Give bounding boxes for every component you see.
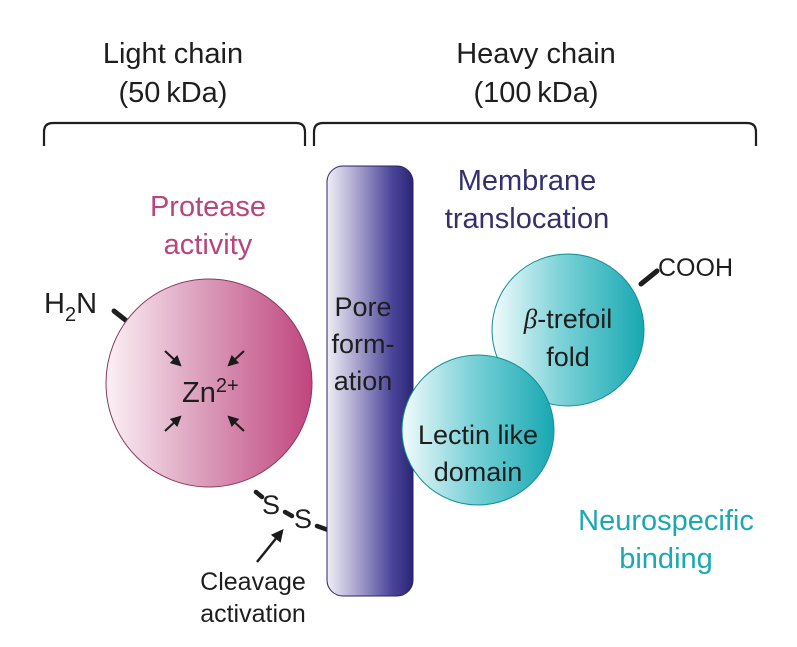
lectin-label-line2: domain	[434, 457, 523, 487]
pore-formation-domain	[326, 165, 414, 597]
heavy-chain-bracket	[312, 121, 758, 146]
light-chain-mass: (50 kDa)	[119, 77, 228, 109]
lectin-label-line1: Lectin like	[418, 420, 538, 450]
protease-domain-circle	[105, 278, 313, 488]
heavy-chain-mass: (100 kDa)	[473, 77, 598, 109]
cleavage-label-line2: activation	[200, 600, 306, 628]
binding-label-line2: binding	[619, 543, 713, 575]
beta-trefoil-domain	[491, 253, 645, 407]
arrow-icon	[164, 415, 182, 432]
light-chain-title: Light chain	[103, 38, 243, 70]
disulfide-linker	[253, 489, 265, 500]
arrow-icon	[164, 350, 182, 367]
arrow-icon	[227, 350, 245, 367]
light-chain-bracket	[42, 121, 307, 146]
lectin-domain	[401, 354, 555, 506]
n-terminus-linker	[111, 308, 131, 325]
disulfide-linker	[314, 523, 331, 533]
binding-label-line1: Neurospecific	[578, 505, 754, 537]
c-terminus-linker	[638, 268, 660, 287]
c-terminus-label: COOH	[658, 254, 733, 282]
cleavage-arrow-icon	[256, 529, 284, 563]
translocation-label-line2: translocation	[445, 203, 609, 235]
heavy-chain-title: Heavy chain	[456, 38, 616, 70]
zinc-binding-arrows	[164, 350, 245, 432]
trefoil-label-line1: β-trefoil	[523, 304, 612, 334]
sulfur-1: S	[262, 490, 280, 520]
pore-label-line3: ation	[334, 366, 393, 396]
trefoil-label-line2: fold	[546, 342, 590, 372]
pore-label-line2: form-	[332, 329, 395, 359]
zinc-ion-label: Zn2+	[182, 375, 239, 409]
n-terminus-label: H2N	[44, 288, 97, 326]
protease-activity-label-line1: Protease	[150, 191, 266, 223]
cleavage-label-line1: Cleavage	[200, 568, 306, 596]
arrow-icon	[227, 415, 245, 432]
protease-activity-label-line2: activity	[164, 229, 253, 261]
disulfide-bond	[282, 509, 295, 519]
pore-label-line1: Pore	[334, 292, 391, 322]
translocation-label-line1: Membrane	[458, 165, 597, 197]
sulfur-2: S	[294, 504, 312, 534]
